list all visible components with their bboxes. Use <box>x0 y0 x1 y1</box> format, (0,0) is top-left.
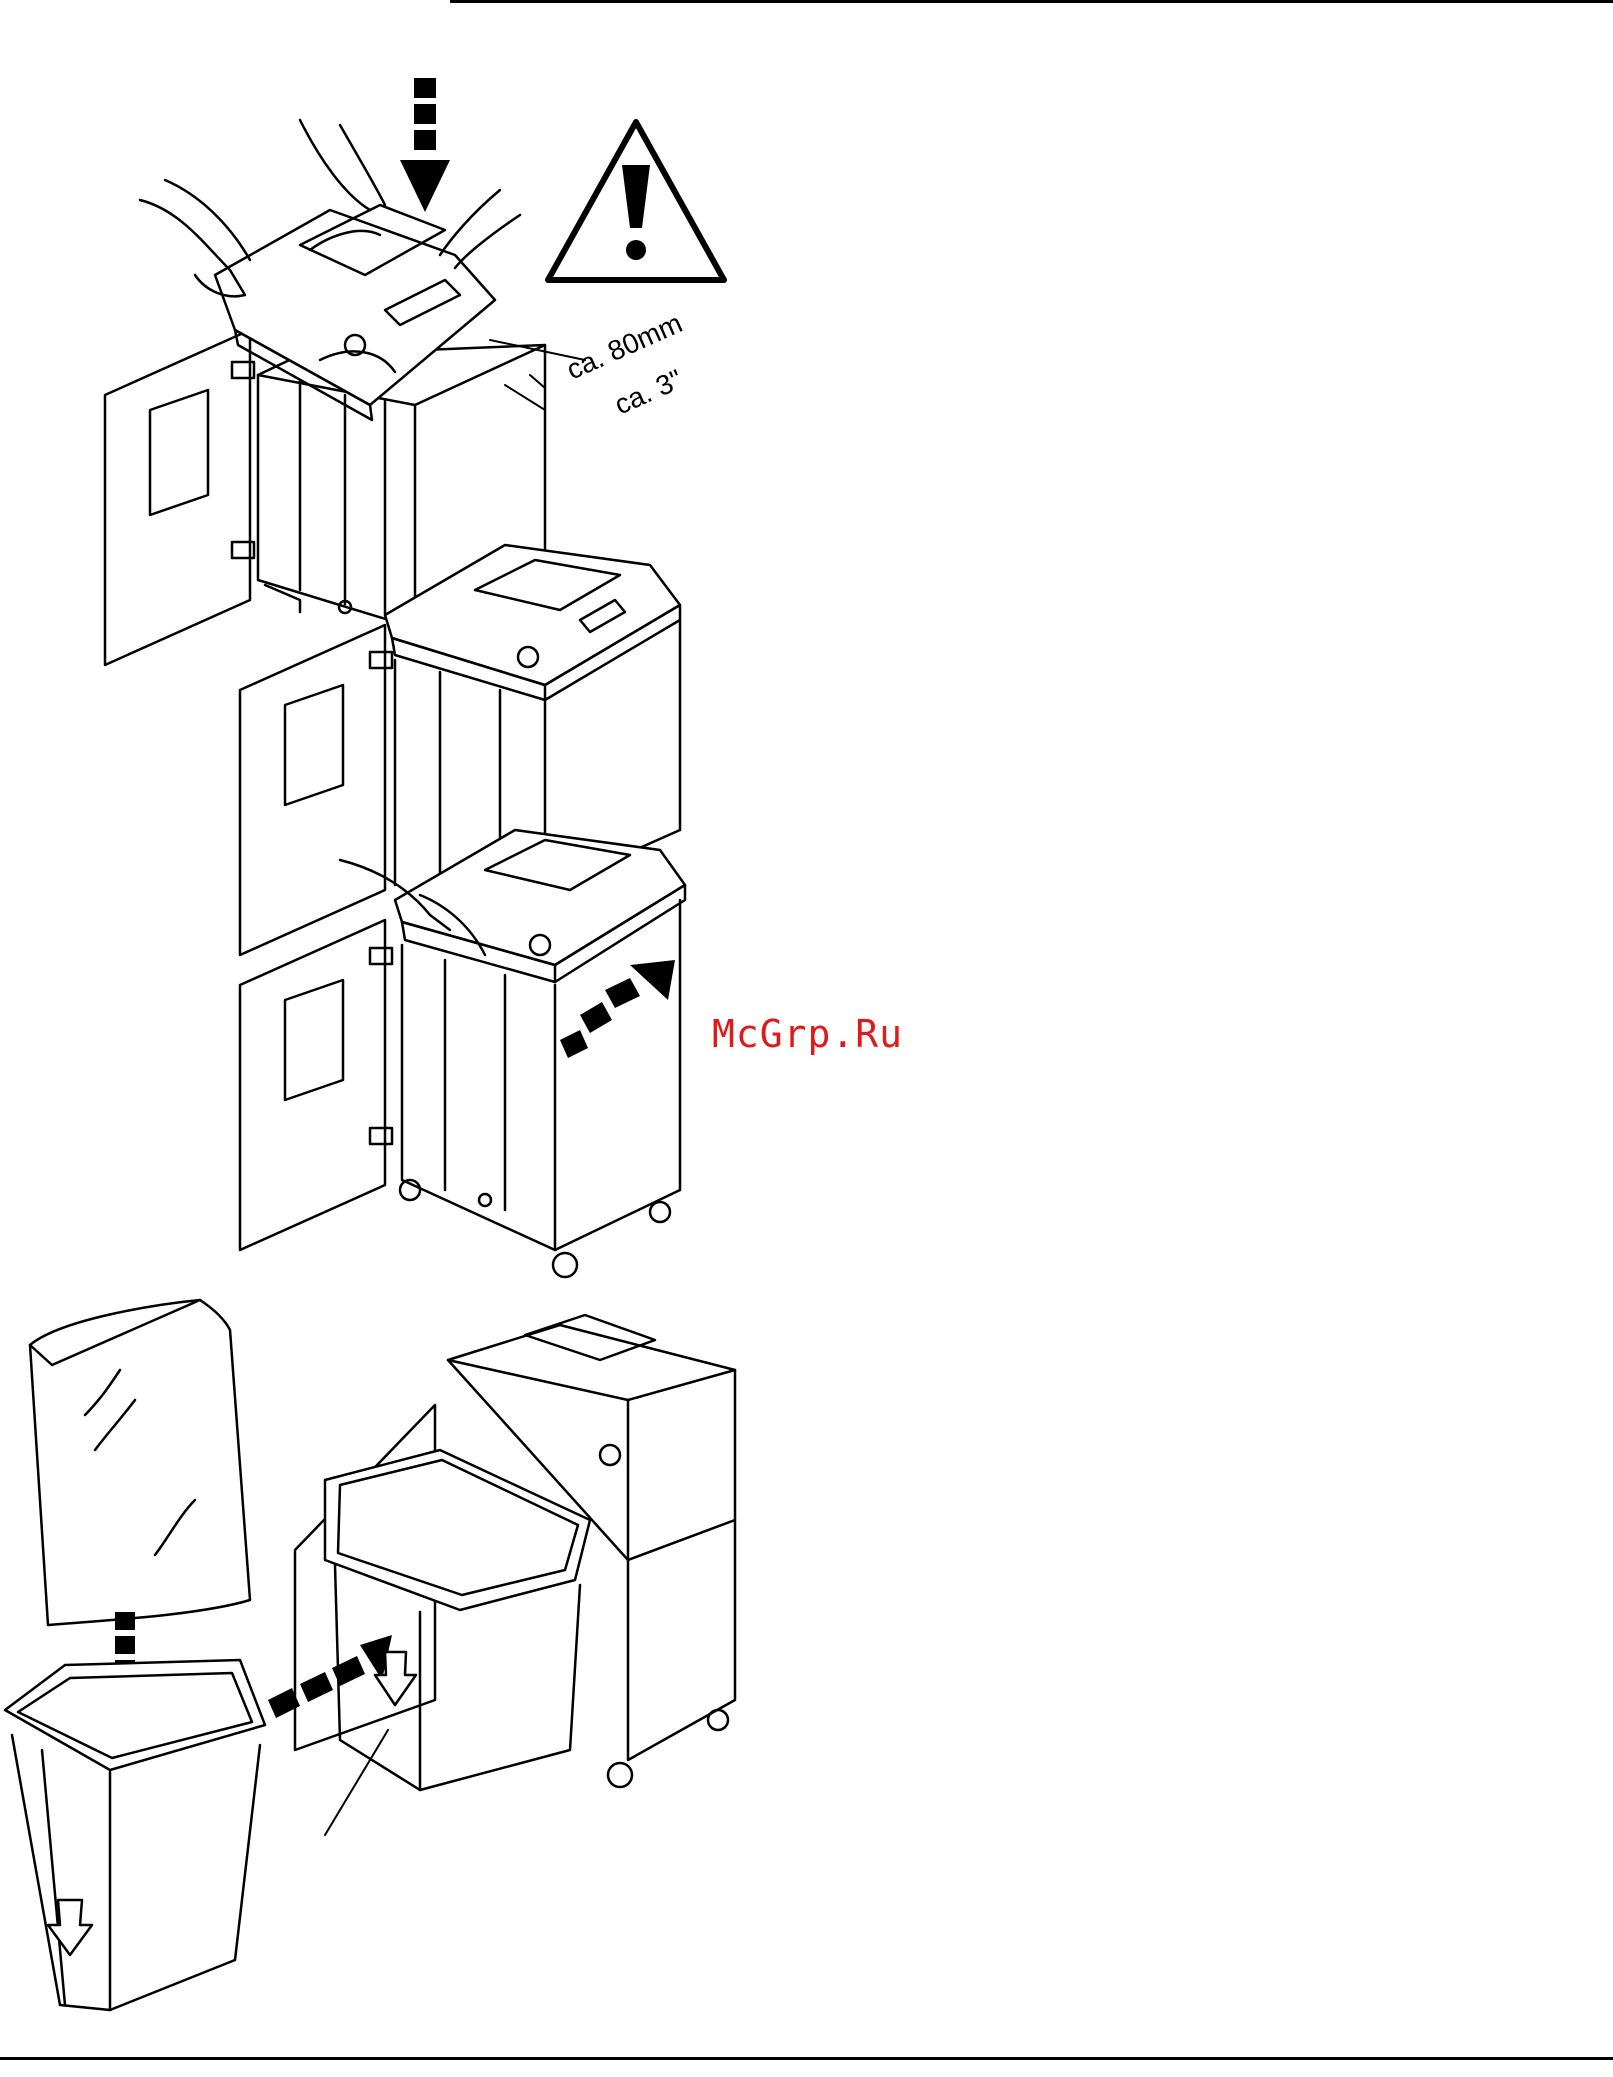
waste-bin-left <box>5 1660 265 2010</box>
dimension-label-imperial: ca. 3" <box>610 363 687 420</box>
dashed-arrow-icon <box>560 960 675 1058</box>
dashed-arrow-icon <box>268 1635 392 1718</box>
dashed-arrow-icon <box>400 78 450 212</box>
shredder-cabinet-stage-4 <box>295 1315 735 1835</box>
hollow-up-arrow-icon <box>48 1900 92 1955</box>
watermark-text: McGrp.Ru <box>712 1012 903 1056</box>
warning-triangle-icon <box>548 122 724 280</box>
waste-bag <box>30 1300 250 1625</box>
shredder-cabinet-stage-3 <box>240 830 685 1277</box>
